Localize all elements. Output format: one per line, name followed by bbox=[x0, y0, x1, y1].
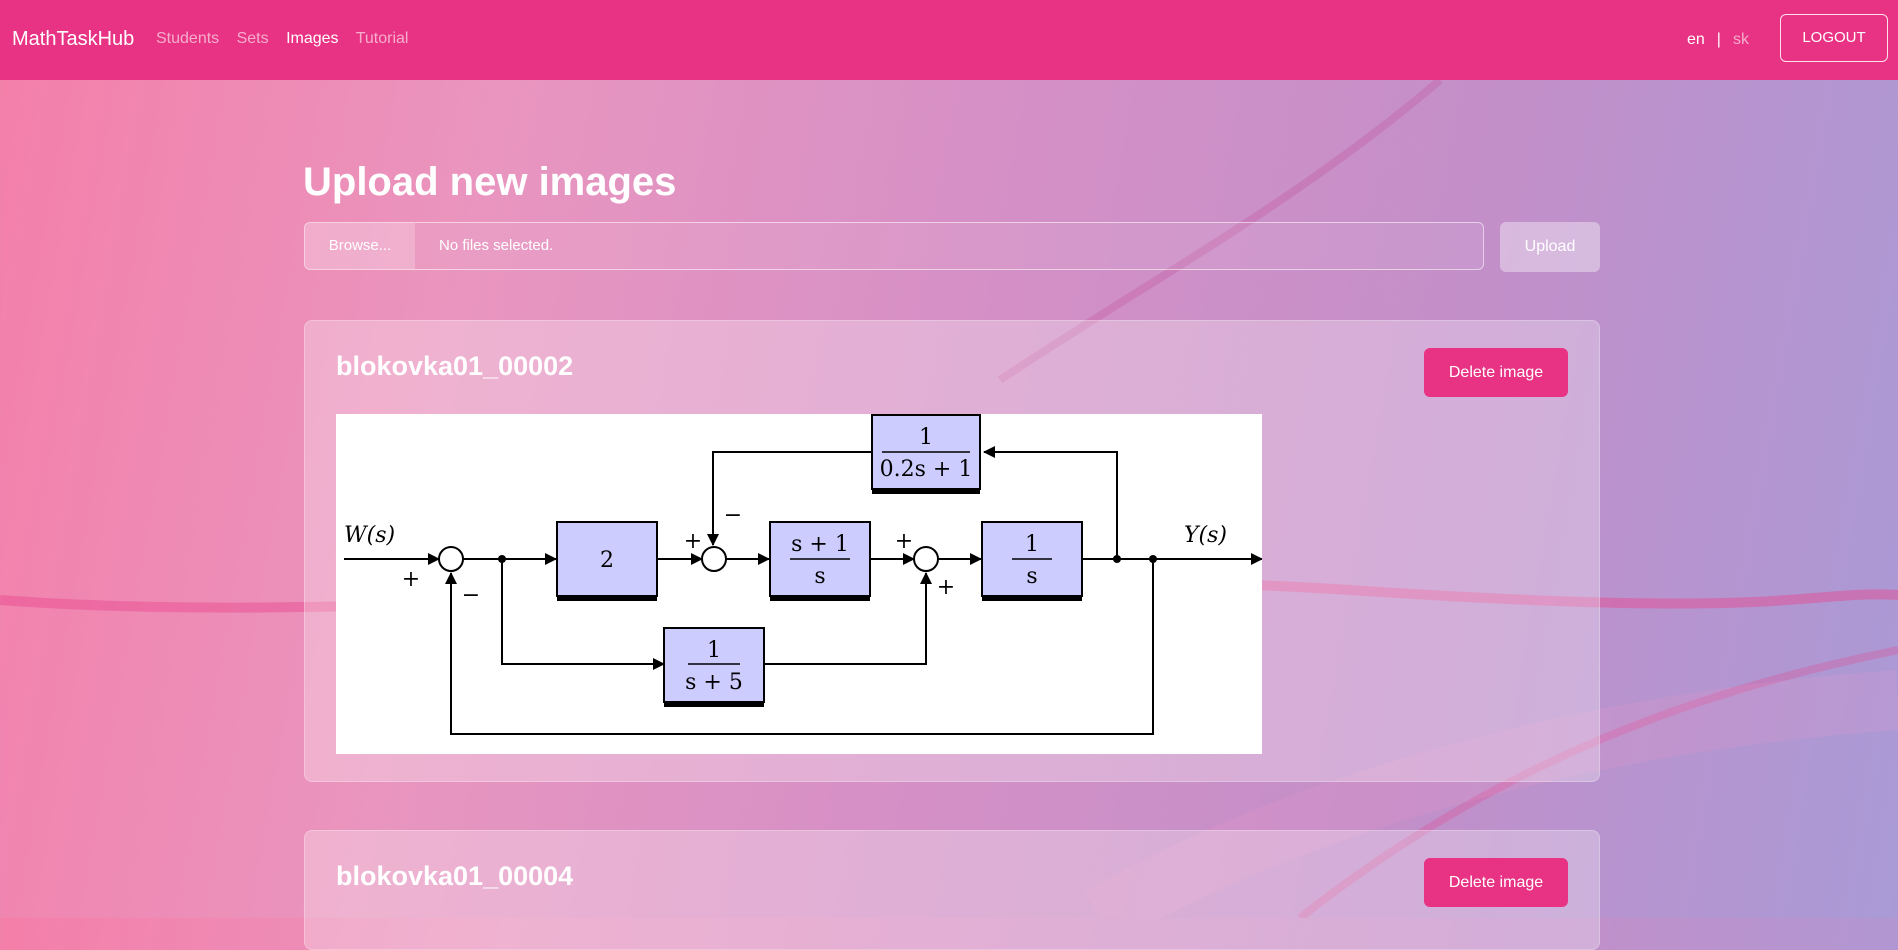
summing-junction bbox=[438, 546, 464, 572]
brand-link[interactable]: MathTaskHub bbox=[12, 28, 135, 50]
page-title: Upload new images bbox=[303, 160, 677, 204]
block-feedback-top-denominator: 0.2s + 1 bbox=[880, 457, 973, 482]
image-card: blokovka01_00004 Delete image bbox=[304, 830, 1600, 950]
nav-sets-link[interactable]: Sets bbox=[236, 30, 269, 47]
image-name: blokovka01_00002 bbox=[336, 351, 574, 381]
block-diagram-svg: 1 0.2s + 1 2 s + 1 s 1 s 1 s + 5 W(s) Y(… bbox=[344, 414, 1262, 735]
delete-image-button[interactable]: Delete image bbox=[1424, 858, 1568, 907]
transfer-block-lag bbox=[663, 627, 765, 703]
sign-minus: − bbox=[724, 503, 742, 528]
block-integrator-numerator: 1 bbox=[1025, 532, 1039, 557]
block-pd-denominator: s bbox=[814, 564, 825, 589]
output-signal-label: Y(s) bbox=[1184, 523, 1227, 548]
branch-point bbox=[1149, 555, 1157, 563]
sign-plus: + bbox=[895, 529, 913, 554]
sign-minus: − bbox=[462, 583, 480, 608]
input-signal-label: W(s) bbox=[344, 523, 395, 548]
nav-links: Students Sets Images Tutorial bbox=[156, 30, 421, 48]
summing-junction bbox=[701, 546, 727, 572]
browse-button[interactable]: Browse... bbox=[305, 223, 415, 269]
lang-en-link[interactable]: en bbox=[1687, 31, 1705, 48]
nav-students-link[interactable]: Students bbox=[156, 30, 220, 47]
nav-images-link[interactable]: Images bbox=[286, 30, 339, 47]
summing-junction bbox=[913, 546, 939, 572]
image-card: blokovka01_00002 Delete image bbox=[304, 320, 1600, 782]
delete-image-button[interactable]: Delete image bbox=[1424, 348, 1568, 397]
block-feedback-top-numerator: 1 bbox=[919, 425, 933, 450]
upload-button[interactable]: Upload bbox=[1500, 222, 1600, 272]
block-lag-denominator: s + 5 bbox=[685, 670, 743, 695]
sign-plus: + bbox=[684, 529, 702, 554]
navbar: MathTaskHub Students Sets Images Tutoria… bbox=[0, 0, 1898, 80]
nav-tutorial-link[interactable]: Tutorial bbox=[355, 30, 409, 47]
block-lag-numerator: 1 bbox=[707, 638, 721, 663]
branch-point bbox=[1113, 555, 1121, 563]
file-status-text: No files selected. bbox=[439, 237, 554, 254]
block-diagram-image: 1 0.2s + 1 2 s + 1 s 1 s 1 s + 5 W(s) Y(… bbox=[336, 414, 1262, 754]
block-gain-value: 2 bbox=[600, 548, 614, 573]
logout-button[interactable]: LOGOUT bbox=[1780, 14, 1888, 62]
transfer-block-gain bbox=[556, 521, 658, 597]
sign-plus: + bbox=[402, 567, 420, 592]
sign-plus: + bbox=[937, 575, 955, 600]
image-name: blokovka01_00004 bbox=[336, 861, 574, 891]
lang-separator: | bbox=[1716, 31, 1721, 48]
block-pd-numerator: s + 1 bbox=[791, 532, 849, 557]
lang-sk-link[interactable]: sk bbox=[1732, 31, 1749, 48]
block-integrator-denominator: s bbox=[1026, 564, 1037, 589]
file-input[interactable]: Browse... No files selected. bbox=[304, 222, 1484, 270]
branch-point bbox=[498, 555, 506, 563]
language-switch: en | sk bbox=[1687, 31, 1749, 49]
